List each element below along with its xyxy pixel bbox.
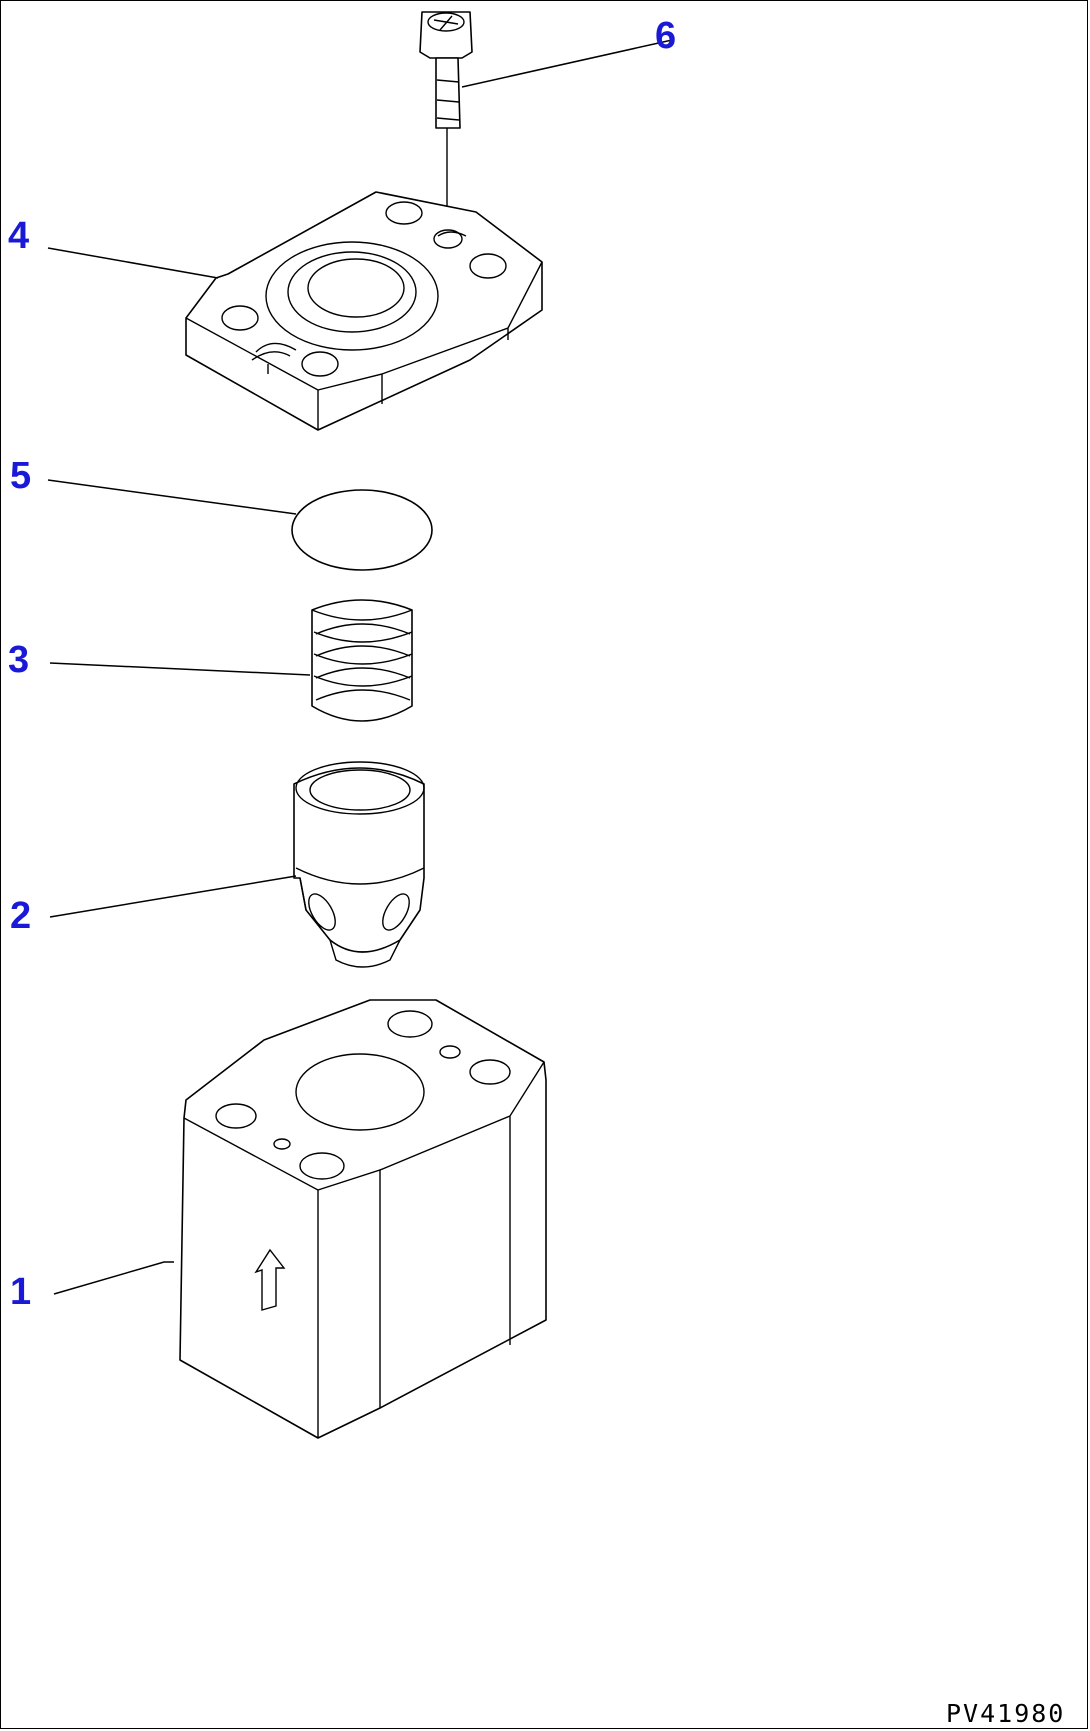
leader-2 [49, 875, 297, 918]
drawing-code: PV41980 [946, 1699, 1065, 1728]
leader-lines [47, 39, 673, 1295]
callout-6: 6 [655, 15, 676, 57]
part-1-valve-body [179, 999, 547, 1439]
part-6-bolt [419, 11, 473, 228]
callout-2: 2 [10, 895, 31, 937]
leader-1 [53, 1261, 174, 1295]
callout-5: 5 [10, 455, 31, 497]
callout-4: 4 [8, 215, 29, 257]
leader-4 [47, 247, 219, 279]
leader-5 [47, 479, 297, 515]
part-2-valve [293, 761, 425, 968]
part-3-spring [311, 599, 413, 722]
leader-3 [49, 662, 311, 676]
leader-6 [461, 39, 673, 88]
callout-1: 1 [10, 1271, 31, 1313]
part-4-flange [185, 191, 543, 431]
part-5-o-ring [291, 489, 433, 571]
callout-3: 3 [8, 639, 29, 681]
